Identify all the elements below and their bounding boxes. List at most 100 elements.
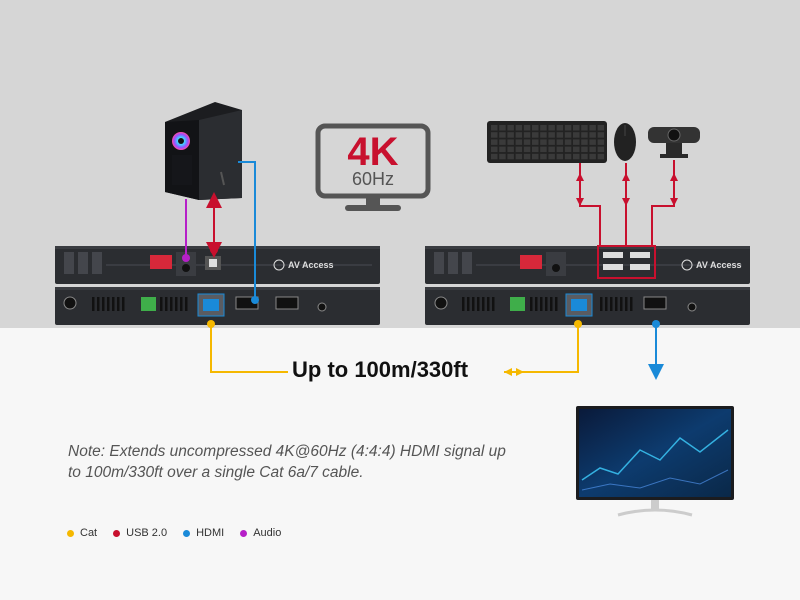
keyboard-key	[564, 153, 572, 160]
keyboard-key	[523, 125, 531, 131]
keyboard-key	[540, 153, 547, 160]
vent-slot	[545, 297, 548, 311]
vent-slot	[610, 297, 613, 311]
legend-item-usb: USB 2.0	[113, 527, 167, 539]
vent-slot	[555, 297, 558, 311]
vent-slot	[530, 297, 533, 311]
vent-slot	[160, 297, 163, 311]
keyboard-key	[581, 125, 588, 131]
keyboard-key	[532, 125, 539, 131]
vent-slot	[477, 297, 480, 311]
keyboard-key	[573, 125, 580, 131]
keyboard-key	[515, 125, 523, 131]
legend-item-hdmi: HDMI	[183, 527, 224, 539]
usb-dot-icon	[113, 529, 121, 537]
keyboard-key	[548, 153, 555, 160]
keyboard-key	[589, 125, 596, 131]
keyboard-keys	[491, 125, 605, 160]
keyboard-key	[523, 146, 531, 153]
keyboard-key	[564, 125, 572, 131]
keyboard-key	[507, 132, 514, 138]
keyboard-key	[589, 146, 596, 153]
refresh-text: 60Hz	[352, 169, 394, 189]
keyboard-key	[548, 139, 555, 145]
keyboard-key	[556, 139, 564, 145]
keyboard-key	[523, 139, 531, 145]
vent-slot	[122, 297, 125, 311]
vent-slot	[107, 297, 110, 311]
keyboard-key	[589, 132, 596, 138]
distance-label: Up to 100m/330ft	[292, 357, 469, 382]
rx-vents	[462, 297, 633, 311]
keyboard-key	[491, 125, 498, 131]
keyboard-key	[507, 125, 514, 131]
vent-slot	[487, 297, 490, 311]
keyboard-key	[548, 132, 555, 138]
vent-slot	[482, 297, 485, 311]
keyboard-key	[589, 153, 596, 160]
cat-dot-icon	[67, 529, 74, 537]
vent-slot	[92, 297, 95, 311]
vent-slot	[462, 297, 465, 311]
keyboard-key	[507, 153, 514, 160]
vent-slot	[185, 297, 188, 311]
cat-cable	[207, 320, 582, 376]
keyboard-key	[548, 146, 555, 153]
vent-slot	[550, 297, 553, 311]
keyboard-key	[597, 153, 605, 160]
keyboard-key	[491, 132, 498, 138]
keyboard-key	[597, 125, 605, 131]
keyboard-key	[499, 146, 506, 153]
keyboard-key	[499, 153, 506, 160]
vent-slot	[170, 297, 173, 311]
keyboard-key	[523, 153, 531, 160]
4k-monitor-icon: 4K 60Hz	[315, 123, 431, 211]
keyboard-key	[564, 139, 572, 145]
vent-slot	[630, 297, 633, 311]
display-monitor-icon	[576, 406, 734, 517]
vent-slot	[165, 297, 168, 311]
note-text: Note: Extends uncompressed 4K@60Hz (4:4:…	[68, 443, 506, 481]
receiver-brand-label: AV Access	[696, 260, 742, 270]
keyboard-key	[532, 139, 539, 145]
legend-label: HDMI	[196, 527, 225, 539]
audio-dot-icon	[240, 529, 248, 537]
keyboard-key	[515, 146, 523, 153]
keyboard-key	[556, 153, 564, 160]
audio-cable	[182, 199, 190, 262]
keyboard-key	[597, 139, 605, 145]
vent-slot	[180, 297, 183, 311]
keyboard-key	[507, 139, 514, 145]
legend: Cat USB 2.0 HDMI Audio	[67, 527, 297, 539]
vent-slot	[625, 297, 628, 311]
hdmi-input-cable	[238, 161, 259, 304]
keyboard-key	[581, 139, 588, 145]
legend-label: Cat	[80, 527, 98, 539]
legend-item-audio: Audio	[240, 527, 281, 539]
keyboard-key	[573, 132, 580, 138]
hdmi-output-cable	[648, 320, 664, 380]
keyboard-key	[499, 139, 506, 145]
vent-slot	[102, 297, 105, 311]
vent-slot	[175, 297, 178, 311]
keyboard-key	[581, 132, 588, 138]
vent-slot	[117, 297, 120, 311]
hdmi-dot-icon	[183, 529, 191, 537]
vent-slot	[540, 297, 543, 311]
keyboard-key	[573, 139, 580, 145]
usb-cables-rx	[576, 160, 678, 246]
keyboard-key	[573, 146, 580, 153]
legend-item-cat: Cat	[67, 527, 97, 539]
keyboard-key	[589, 139, 596, 145]
keyboard-icon	[487, 121, 607, 163]
keyboard-key	[581, 153, 588, 160]
vent-slot	[97, 297, 100, 311]
keyboard-key	[548, 125, 555, 131]
keyboard-key	[515, 153, 523, 160]
vent-slot	[492, 297, 495, 311]
keyboard-key	[491, 146, 498, 153]
keyboard-key	[540, 139, 547, 145]
keyboard-key	[523, 132, 531, 138]
legend-label: Audio	[253, 527, 282, 539]
vent-slot	[472, 297, 475, 311]
